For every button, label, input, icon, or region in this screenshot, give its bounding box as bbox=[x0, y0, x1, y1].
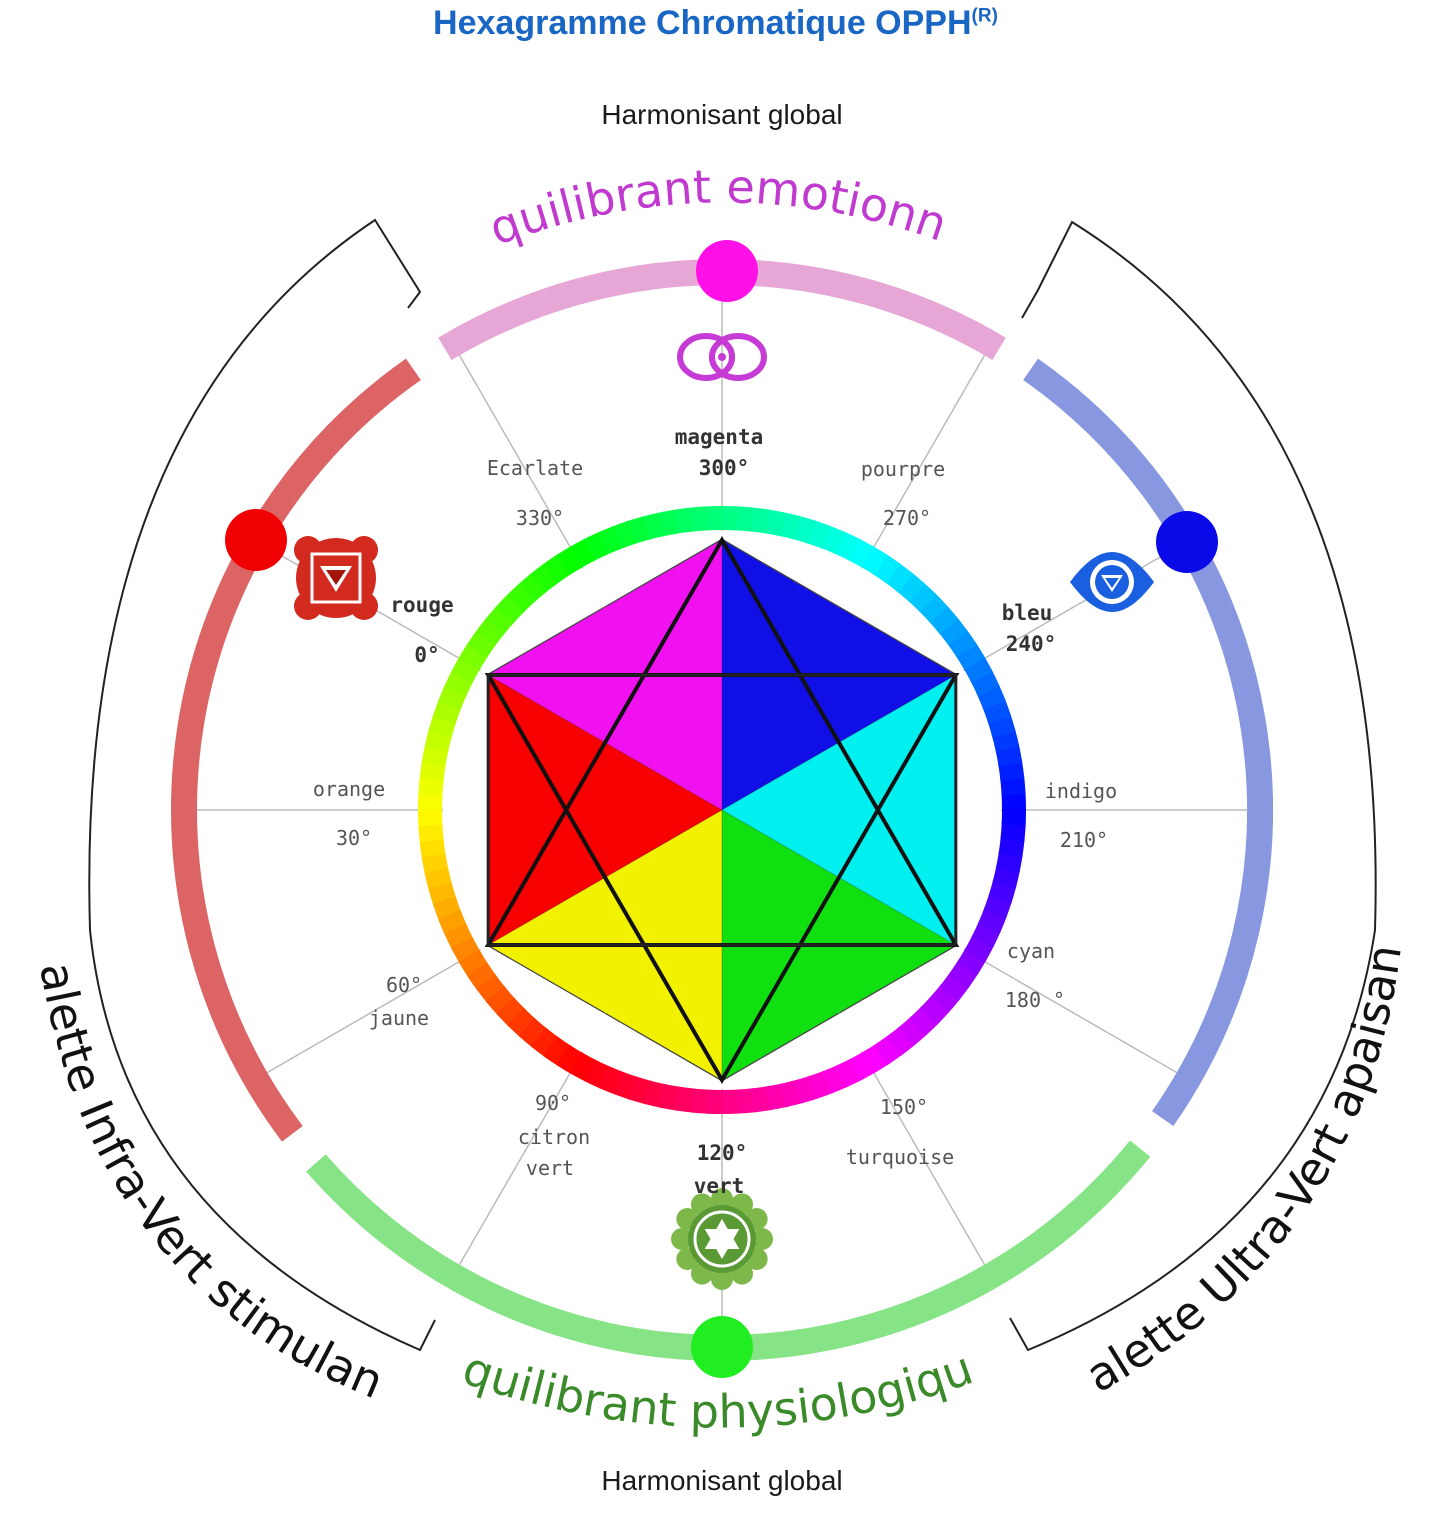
label-cyan: cyan bbox=[1007, 939, 1055, 963]
label-magenta-deg: 300° bbox=[699, 456, 750, 480]
label-ecarlate: Ecarlate bbox=[487, 456, 583, 480]
crown-chakra-icon bbox=[677, 333, 767, 381]
label-orange: orange bbox=[313, 777, 385, 801]
label-pourpre: pourpre bbox=[861, 457, 945, 481]
label-ecarlate-deg: 330° bbox=[516, 506, 564, 530]
label-pourpre-deg: 270° bbox=[883, 506, 931, 530]
sector-cyan bbox=[722, 675, 956, 945]
label-magenta: magenta bbox=[675, 425, 764, 449]
heart-petal bbox=[711, 1268, 733, 1290]
hexagram-star bbox=[484, 535, 960, 1085]
page-title: Hexagramme Chromatique OPPH(R) bbox=[433, 4, 998, 42]
label-jaune-deg: 60° bbox=[386, 973, 422, 997]
green-marker bbox=[691, 1316, 753, 1378]
label-citron: citron bbox=[518, 1125, 590, 1149]
left-bracket bbox=[88, 218, 436, 1352]
label-rouge-deg: 0° bbox=[414, 643, 439, 667]
heart-petal bbox=[711, 1188, 733, 1210]
heart-petal bbox=[751, 1228, 773, 1250]
star-diagonal bbox=[487, 674, 957, 946]
label-cyan-deg: 180 ° bbox=[1005, 988, 1065, 1012]
arc-left bbox=[171, 358, 421, 1142]
sector-red bbox=[488, 675, 722, 945]
blue-marker bbox=[1156, 511, 1218, 573]
top-harmonisant-label: Harmonisant global bbox=[601, 99, 842, 130]
label-citron-deg: 90° bbox=[535, 1091, 571, 1115]
root-chakra-icon bbox=[294, 536, 378, 620]
bottom-harmonisant-label: Harmonisant global bbox=[601, 1465, 842, 1496]
star-frame bbox=[486, 673, 958, 947]
label-orange-deg: 30° bbox=[336, 826, 372, 850]
heart-chakra-icon bbox=[671, 1188, 773, 1290]
label-bleu-deg: 240° bbox=[1006, 632, 1057, 656]
label-vert: vert bbox=[694, 1174, 745, 1198]
label-indigo-deg: 210° bbox=[1060, 828, 1108, 852]
arc-right bbox=[1023, 358, 1273, 1127]
label-jaune: jaune bbox=[369, 1006, 429, 1030]
red-marker bbox=[225, 509, 287, 571]
label-turquoise: turquoise bbox=[846, 1145, 954, 1169]
label-citron-vert: vert bbox=[526, 1156, 574, 1180]
right-bracket bbox=[1009, 220, 1377, 1352]
magenta-marker bbox=[696, 240, 758, 302]
label-indigo: indigo bbox=[1045, 779, 1117, 803]
label-bleu: bleu bbox=[1002, 601, 1053, 625]
star-diagonal bbox=[487, 674, 957, 946]
third-eye-chakra-icon bbox=[1070, 552, 1154, 612]
label-vert-deg: 120° bbox=[697, 1141, 748, 1165]
label-turquoise-deg: 150° bbox=[880, 1095, 928, 1119]
heart-petal bbox=[671, 1228, 693, 1250]
label-rouge: rouge bbox=[390, 593, 453, 617]
